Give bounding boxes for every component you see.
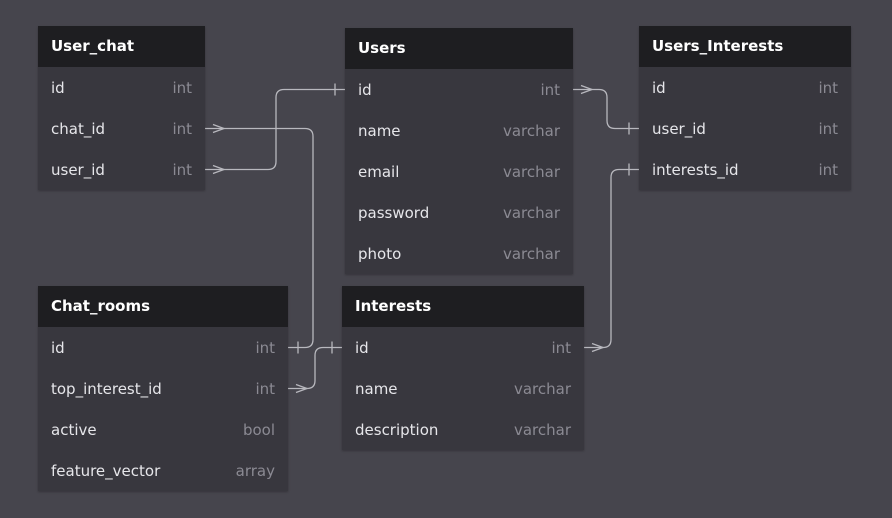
many-marker — [580, 84, 594, 95]
field-row[interactable]: name varchar — [345, 110, 573, 151]
relation-line — [573, 88, 639, 130]
field-row[interactable]: top_interest_id int — [38, 368, 288, 409]
field-row[interactable]: id int — [639, 67, 851, 108]
field-name: chat_id — [51, 119, 106, 138]
field-type: array — [235, 461, 275, 480]
relation-line — [205, 88, 345, 171]
table-header[interactable]: Chat_rooms — [38, 286, 288, 327]
field-name: id — [355, 338, 369, 357]
field-name: interests_id — [652, 160, 739, 179]
field-name: photo — [358, 244, 402, 263]
field-row[interactable]: description varchar — [342, 409, 584, 450]
field-name: id — [51, 338, 65, 357]
field-name: description — [355, 420, 439, 439]
field-row[interactable]: id int — [345, 69, 573, 110]
field-type: varchar — [502, 162, 560, 181]
field-type: int — [818, 78, 838, 97]
field-type: int — [551, 338, 571, 357]
field-type: int — [172, 160, 192, 179]
field-name: name — [358, 121, 401, 140]
field-type: int — [255, 338, 275, 357]
table-header[interactable]: Interests — [342, 286, 584, 327]
field-name: user_id — [652, 119, 706, 138]
field-name: name — [355, 379, 398, 398]
relation-line — [584, 168, 639, 349]
field-row[interactable]: id int — [38, 67, 205, 108]
table-header[interactable]: Users_Interests — [639, 26, 851, 67]
field-type: varchar — [513, 420, 571, 439]
field-type: int — [818, 160, 838, 179]
field-name: user_id — [51, 160, 105, 179]
field-row[interactable]: feature_vector array — [38, 450, 288, 491]
many-marker — [591, 342, 605, 353]
field-row[interactable]: email varchar — [345, 151, 573, 192]
field-type: varchar — [502, 121, 560, 140]
field-type: int — [172, 78, 192, 97]
field-type: varchar — [502, 203, 560, 222]
table-header[interactable]: User_chat — [38, 26, 205, 67]
field-row[interactable]: user_id int — [639, 108, 851, 149]
field-row[interactable]: id int — [342, 327, 584, 368]
many-marker — [212, 123, 226, 134]
field-name: top_interest_id — [51, 379, 162, 398]
field-type: varchar — [513, 379, 571, 398]
many-marker — [212, 164, 226, 175]
table-interests[interactable]: Interests id int name varchar description varc… — [342, 286, 584, 450]
field-name: password — [358, 203, 430, 222]
many-marker — [295, 383, 309, 394]
field-type: bool — [242, 420, 275, 439]
field-name: id — [51, 78, 65, 97]
field-type: int — [818, 119, 838, 138]
field-name: feature_vector — [51, 461, 161, 480]
field-row[interactable]: active bool — [38, 409, 288, 450]
field-row[interactable]: password varchar — [345, 192, 573, 233]
field-row[interactable]: id int — [38, 327, 288, 368]
field-name: id — [652, 78, 666, 97]
relation-line — [288, 346, 342, 390]
field-name: email — [358, 162, 400, 181]
field-row[interactable]: chat_id int — [38, 108, 205, 149]
field-type: int — [172, 119, 192, 138]
field-type: int — [255, 379, 275, 398]
field-row[interactable]: name varchar — [342, 368, 584, 409]
field-row[interactable]: interests_id int — [639, 149, 851, 190]
field-row[interactable]: photo varchar — [345, 233, 573, 274]
field-type: int — [540, 80, 560, 99]
table-header[interactable]: Users — [345, 28, 573, 69]
field-name: id — [358, 80, 372, 99]
field-name: active — [51, 420, 97, 439]
field-type: varchar — [502, 244, 560, 263]
field-row[interactable]: user_id int — [38, 149, 205, 190]
